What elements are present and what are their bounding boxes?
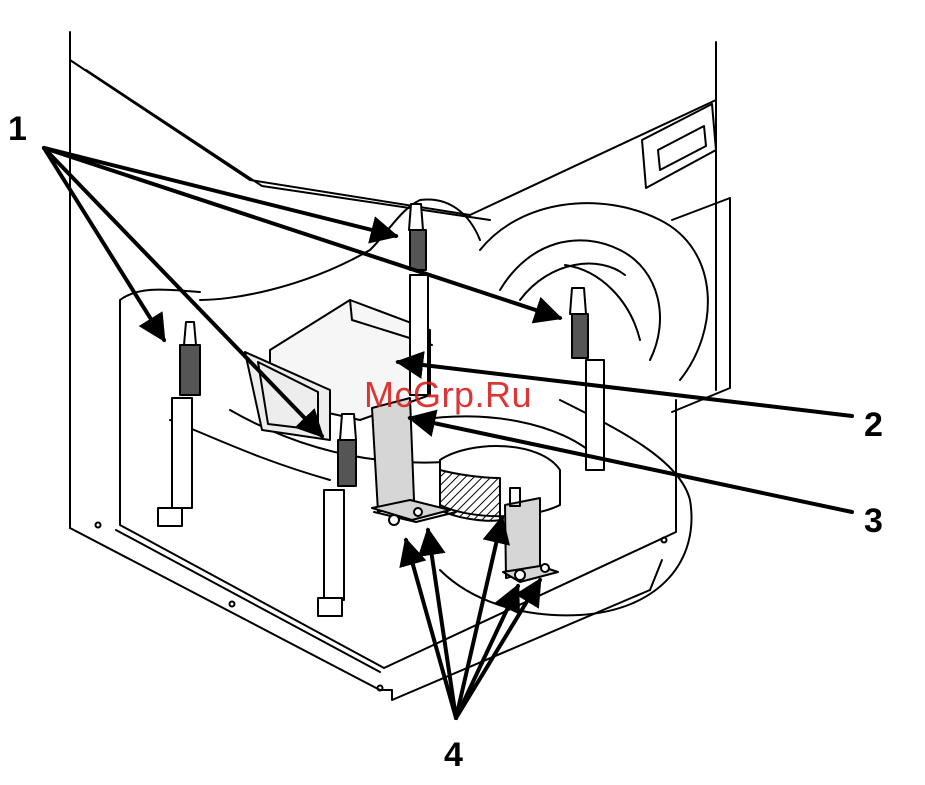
callout-label-4: 4 <box>444 738 463 772</box>
shock-absorber-1 <box>158 322 200 526</box>
callout-label-2: 2 <box>864 408 883 442</box>
shock-absorber-3 <box>570 288 604 470</box>
drain-pump <box>440 446 560 521</box>
shock-absorber-4 <box>318 414 356 616</box>
watermark-text: McGrp.Ru <box>364 374 532 416</box>
callout-label-1: 1 <box>8 112 27 146</box>
callout-label-3: 3 <box>864 504 883 538</box>
